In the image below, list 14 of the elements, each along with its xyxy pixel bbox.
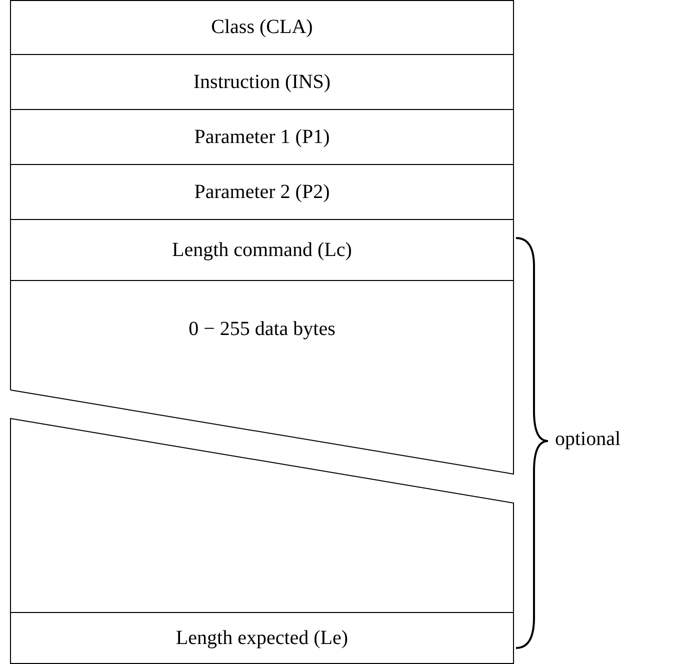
field-label: Parameter 2 (P2) [194,180,330,204]
field-label: Instruction (INS) [193,70,331,94]
field-row [10,109,514,165]
field-label: 0 − 255 data bytes [188,318,336,341]
field-label: Length command (Lc) [172,238,352,262]
field-label: Length expected (Le) [176,626,348,650]
field-label: Parameter 1 (P1) [194,126,330,148]
field-row [10,54,514,110]
brace-label: optional [555,428,621,451]
field-row [10,219,514,281]
field-row [10,164,514,220]
field-label: Class (CLA) [211,16,313,39]
field-row [10,0,514,55]
field-row [10,612,514,664]
